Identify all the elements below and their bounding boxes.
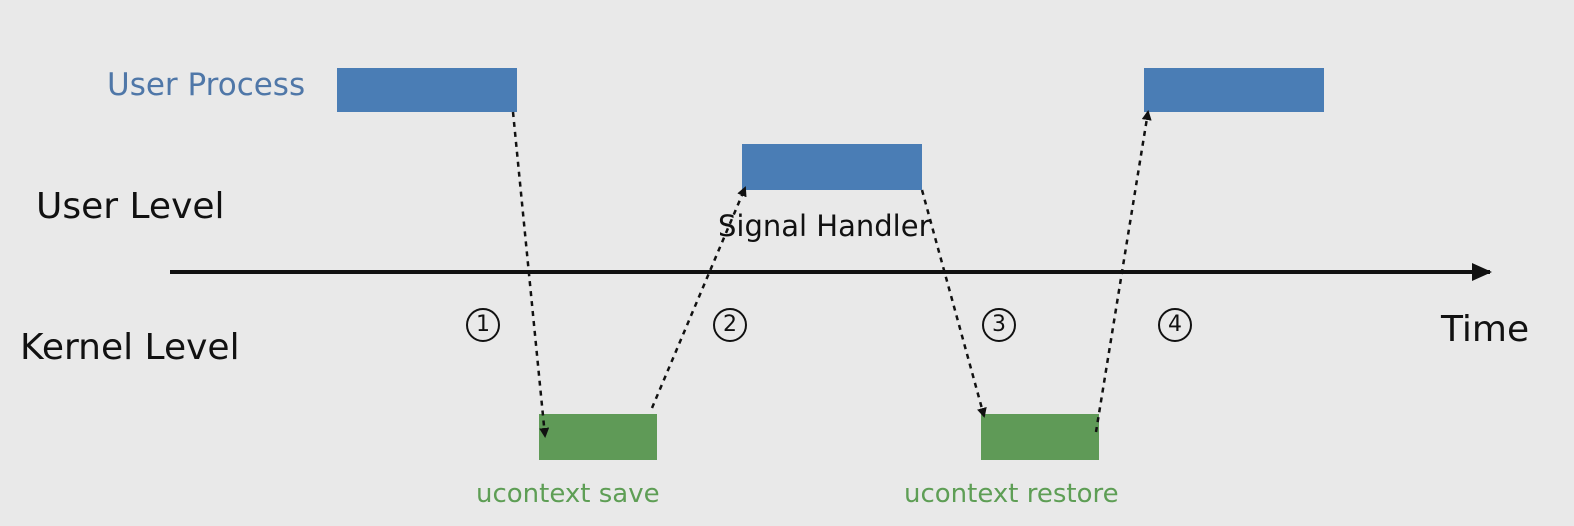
step-marker-4: 4 (1158, 308, 1192, 342)
ucontext-restore-block (981, 414, 1099, 460)
step-marker-2: 2 (713, 308, 747, 342)
user-process-block-resume (1144, 68, 1324, 112)
kernel-level-label: Kernel Level (20, 327, 240, 368)
transition-arrow-1 (511, 111, 550, 438)
signal-handler-label: Signal Handler (718, 209, 931, 243)
user-process-block-start (337, 68, 517, 112)
step-marker-1: 1 (466, 308, 500, 342)
ucontext-save-label: ucontext save (476, 479, 660, 509)
ucontext-restore-label: ucontext restore (904, 479, 1119, 509)
signal-handler-block (742, 144, 922, 190)
step-marker-3: 3 (982, 308, 1016, 342)
transition-arrow-4 (1094, 110, 1152, 433)
transition-arrow-3 (920, 189, 987, 418)
time-axis-label: Time (1441, 309, 1530, 350)
user-process-label: User Process (107, 67, 306, 103)
user-level-label: User Level (36, 186, 225, 227)
ucontext-save-block (539, 414, 657, 460)
